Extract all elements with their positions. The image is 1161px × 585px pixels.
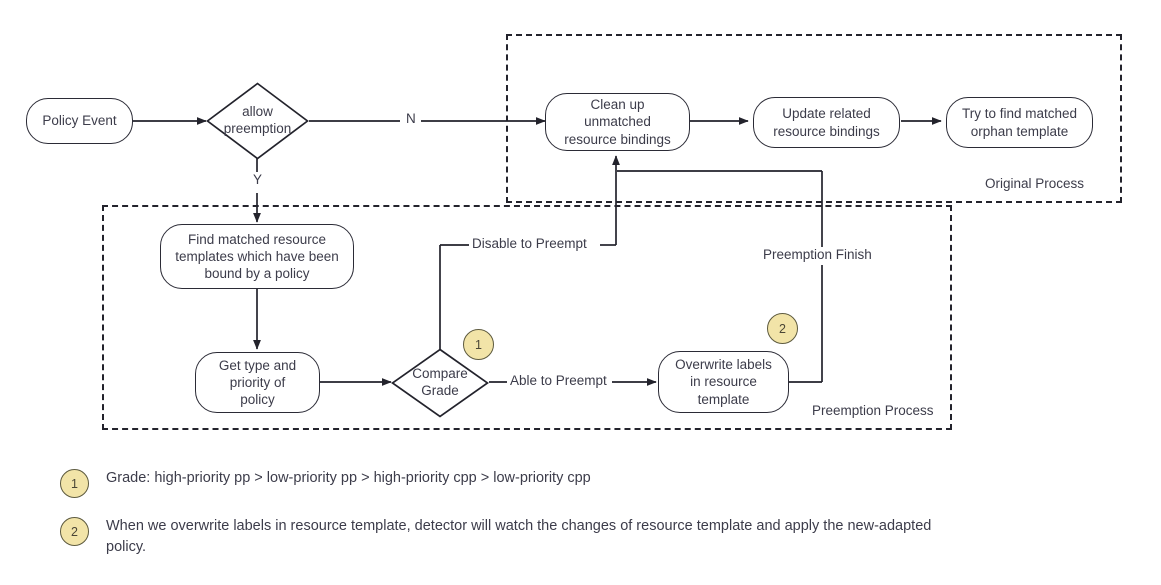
badge-note-2-label: 2 (779, 321, 786, 336)
edge-label-able-to-preempt: Able to Preempt (507, 373, 610, 388)
node-get-type-and-priority[interactable]: Get type and priority of policy (195, 352, 320, 413)
edge-label-disable-to-preempt: Disable to Preempt (469, 236, 590, 251)
diamond-shape (391, 348, 489, 418)
node-get-type-label: Get type and priority of policy (218, 357, 297, 408)
group-original-process (506, 34, 1122, 203)
footnote-marker: 1 (60, 469, 89, 498)
footnote-text: When we overwrite labels in resource tem… (106, 518, 932, 556)
badge-note-2: 2 (767, 313, 798, 344)
footnotes-list: 1 Grade: high-priority pp > low-priority… (60, 468, 1120, 576)
node-find-matched-label: Find matched resource templates which ha… (175, 231, 339, 282)
footnote-marker: 2 (60, 517, 89, 546)
node-try-find-orphan-template[interactable]: Try to find matched orphan template (946, 97, 1093, 148)
badge-note-1: 1 (463, 329, 494, 360)
node-update-related-bindings[interactable]: Update related resource bindings (753, 97, 900, 148)
node-clean-up-label: Clean up unmatched resource bindings (564, 97, 671, 147)
diamond-shape (206, 82, 309, 160)
footnote-item: 2 When we overwrite labels in resource t… (60, 516, 1120, 558)
node-policy-event[interactable]: Policy Event (26, 98, 133, 144)
node-find-matched-templates[interactable]: Find matched resource templates which ha… (160, 224, 354, 289)
edge-label-yes: Y (250, 172, 266, 187)
edge-label-no: N (403, 111, 419, 126)
group-preemption-process-caption: Preemption Process (812, 403, 934, 418)
footnote-marker-label: 1 (71, 476, 78, 491)
edge-label-preemption-finish: Preemption Finish (760, 247, 875, 262)
node-overwrite-labels-label: Overwrite labels in resource template (675, 357, 772, 407)
group-preemption-process (102, 205, 952, 430)
node-try-find-orphan-label: Try to find matched orphan template (961, 106, 1078, 139)
node-policy-event-label: Policy Event (42, 113, 117, 129)
footnote-marker-label: 2 (71, 524, 78, 539)
footnote-item: 1 Grade: high-priority pp > low-priority… (60, 468, 1120, 498)
node-overwrite-labels[interactable]: Overwrite labels in resource template (658, 351, 789, 413)
group-original-process-caption: Original Process (985, 176, 1085, 191)
badge-note-1-label: 1 (475, 337, 482, 352)
node-allow-preemption[interactable]: allow preemption (206, 82, 309, 160)
node-clean-up-unmatched-bindings[interactable]: Clean up unmatched resource bindings (545, 93, 690, 151)
node-update-related-label: Update related resource bindings (773, 106, 880, 139)
footnote-text: Grade: high-priority pp > low-priority p… (106, 470, 591, 486)
